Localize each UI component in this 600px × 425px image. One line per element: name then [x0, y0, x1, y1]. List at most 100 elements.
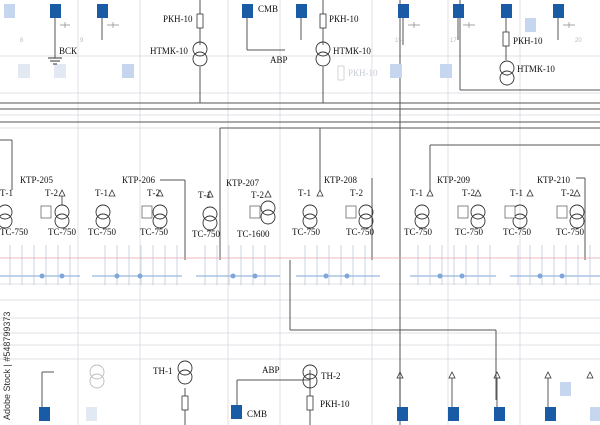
ktp-tc1-label: ТС-750 — [0, 227, 28, 237]
arrow-up-icon — [448, 371, 456, 379]
breaker-icon — [397, 407, 408, 421]
th1-label: ТН-1 — [153, 366, 173, 376]
ktp-group-207: КТР-207 Т-1 Т-2 ТС-750 ТС-1600 — [192, 178, 276, 239]
top-feeders: 8 9 15 17 20 — [4, 0, 582, 103]
relay-box-icon — [40, 205, 52, 219]
ktp-tc2-label: ТС-1600 — [237, 229, 270, 239]
arrow-up-icon — [156, 189, 164, 197]
ktp-name: КТР-210 — [537, 175, 571, 185]
breaker-faint-icon — [560, 382, 571, 396]
breaker-faint-icon — [390, 64, 402, 78]
bus-node-icon — [114, 273, 120, 279]
svg-text:9: 9 — [80, 38, 84, 44]
breaker-icon — [553, 4, 564, 18]
arrow-up-icon — [316, 189, 324, 197]
ktp-t1-label: Т-1 — [410, 188, 423, 198]
ntmk-mid-label: НТМК-10 — [333, 46, 371, 56]
ktp-t2-label: Т-2 — [462, 188, 475, 198]
breaker-faint-icon — [122, 64, 134, 78]
ground-icon — [48, 57, 62, 65]
transformer-icon — [0, 204, 13, 220]
ktp-tc1-label: ТС-750 — [404, 227, 432, 237]
rkn-bottom-label: РКН-10 — [320, 399, 350, 409]
transformer-icon — [95, 204, 111, 220]
smv-bottom-label: СМВ — [247, 409, 267, 419]
svg-text:8: 8 — [20, 38, 24, 44]
breaker-icon — [97, 4, 108, 18]
ktp-tc1-label: ТС-750 — [292, 227, 320, 237]
rkn-left-label: РКН-10 — [163, 14, 193, 24]
fuse-icon — [306, 395, 314, 411]
avr-top-label: АВР — [270, 55, 288, 65]
arrow-up-icon — [474, 189, 482, 197]
ktp-group-208: КТР-208 Т-1 Т-2 ТС-750 ТС-750 — [292, 175, 374, 237]
transformer-icon — [470, 204, 486, 220]
bus-node-icon — [537, 273, 543, 279]
svg-text:17: 17 — [450, 38, 457, 44]
breaker-faint-icon — [86, 407, 97, 421]
fuse-icon — [502, 31, 510, 47]
transformer-icon — [569, 204, 585, 220]
breaker-faint-icon — [54, 64, 66, 78]
arrow-up-icon — [493, 371, 501, 379]
relay-box-icon — [457, 205, 469, 219]
ktp-group-206: КТР-206 Т-1 Т-2 ТС-750 ТС-750 — [88, 175, 168, 237]
ktp-group-209: КТР-209 Т-1 Т-2 ТС-750 ТС-750 — [404, 175, 486, 237]
smv-top-label: СМВ — [258, 4, 278, 14]
relay-box-icon — [504, 205, 516, 219]
breaker-icon — [398, 4, 409, 18]
svg-text:15: 15 — [395, 38, 402, 44]
bus-node-icon — [59, 273, 65, 279]
breaker-icon — [50, 4, 61, 18]
fuse-icon — [319, 13, 327, 29]
relay-box-icon — [141, 205, 153, 219]
bottom-section: ТН-1 АВР ТН-2 СМВ РКН-10 — [39, 360, 600, 425]
arrow-up-icon — [264, 190, 272, 198]
breaker-icon — [545, 407, 556, 421]
transformer-icon — [358, 204, 374, 220]
bus-node-icon — [230, 273, 236, 279]
ktp-tc2-label: ТС-750 — [346, 227, 374, 237]
breaker-icon — [501, 4, 512, 18]
ktp-tc1-label: ТС-750 — [503, 227, 531, 237]
ktp-tc2-label: ТС-750 — [455, 227, 483, 237]
low-voltage-buses — [0, 245, 600, 285]
avr-bottom-label: АВР — [262, 365, 280, 375]
transformer-icon — [202, 206, 218, 222]
ntmk-right-label: НТМК-10 — [517, 64, 555, 74]
ktp-t1-label: Т-1 — [510, 188, 523, 198]
ktp-tc2-label: ТС-750 — [140, 227, 168, 237]
ktp-t1-label: Т-1 — [95, 188, 108, 198]
arrow-up-icon — [544, 371, 552, 379]
top-labels: РКН-10 СМВ РКН-10 ВСК НТМК-10 НТМК-10 АВ… — [59, 4, 555, 78]
ktp-name: КТР-208 — [324, 175, 358, 185]
bus-node-icon — [252, 273, 258, 279]
bus-node-icon — [344, 273, 350, 279]
arrow-up-icon — [586, 371, 594, 379]
th2-label: ТН-2 — [321, 371, 341, 381]
rkn-right-label: РКН-10 — [513, 36, 543, 46]
breaker-faint-icon — [590, 407, 600, 421]
transformer-icon — [315, 41, 331, 57]
transformer-icon — [499, 60, 515, 76]
vsk-label: ВСК — [59, 46, 78, 56]
ktp-name: КТР-207 — [226, 178, 260, 188]
fuse-icon — [337, 65, 345, 81]
ktp-tc1-label: ТС-750 — [192, 229, 220, 239]
ktp-tc2-label: ТС-750 — [48, 227, 76, 237]
arrow-up-icon — [573, 189, 581, 197]
breaker-faint-icon — [18, 64, 30, 78]
ntmk-left-label: НТМК-10 — [150, 46, 188, 56]
transformer-icon — [302, 364, 318, 380]
bus-node-icon — [559, 273, 565, 279]
ktp-t2-label: Т-2 — [350, 188, 363, 198]
breaker-icon — [231, 405, 242, 419]
ktp-t2-label: Т-2 — [561, 188, 574, 198]
rkn-mid-label: РКН-10 — [329, 14, 359, 24]
transformer-icon — [152, 204, 168, 220]
arrow-up-icon — [526, 189, 534, 197]
breaker-icon — [39, 407, 50, 421]
ktp-t1-label: Т-1 — [0, 188, 13, 198]
